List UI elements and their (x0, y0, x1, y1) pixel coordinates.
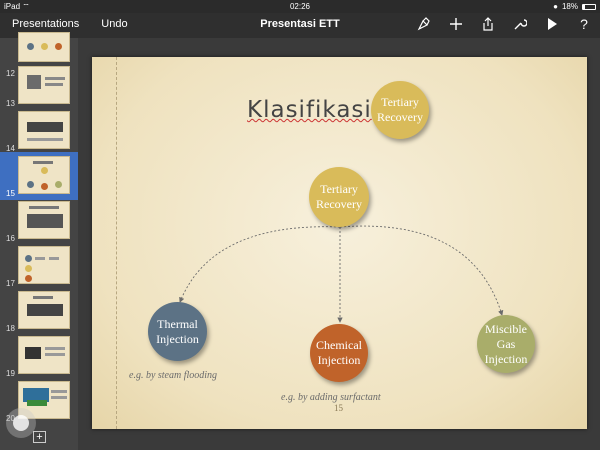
app-toolbar: Presentations Undo Presentasi ETT ? (0, 13, 600, 38)
format-brush-icon[interactable] (416, 16, 432, 32)
share-icon[interactable] (480, 16, 496, 32)
thumbnail-image (18, 291, 70, 329)
status-right: ● 18% (553, 2, 596, 11)
arrow-to-miscible (339, 225, 504, 316)
device-label: iPad (4, 2, 21, 11)
slide-number: 13 (6, 99, 15, 108)
thumbnail-image (18, 32, 70, 62)
slide-number: 18 (6, 324, 15, 333)
add-slide-button[interactable]: + (33, 431, 46, 443)
slide-thumbnail-12[interactable]: 12 (0, 32, 78, 80)
thumbnail-image (18, 201, 70, 239)
lock-rotation-icon: ● (553, 2, 558, 11)
slide-thumbnail-20[interactable]: 20 (0, 377, 78, 425)
thumbnail-image (18, 336, 70, 374)
slide-thumbnail-16[interactable]: 16 (0, 197, 78, 245)
clock: 02:26 (289, 2, 311, 11)
slide-number: 17 (6, 279, 15, 288)
play-icon[interactable] (544, 16, 560, 32)
circle-tertiary-recovery-center[interactable]: Tertiary Recovery (309, 167, 369, 227)
slide-number: 16 (6, 234, 15, 243)
slide-thumbnail-19[interactable]: 19 (0, 332, 78, 380)
slide-thumbnail-18[interactable]: 18 (0, 287, 78, 335)
arrow-to-thermal (179, 226, 341, 303)
circle-tertiary-recovery-top[interactable]: Tertiary Recovery (371, 81, 429, 139)
thumbnail-image (18, 246, 70, 284)
presentations-button[interactable]: Presentations (12, 18, 80, 30)
thumbnail-image (18, 381, 70, 419)
thumbnail-image (18, 156, 70, 194)
slide-navigator: 12 13 14 15 16 (0, 32, 78, 450)
thumbnail-image (18, 66, 70, 104)
add-icon[interactable] (448, 16, 464, 32)
wifi-icon: ⌔ (22, 2, 30, 11)
slide-number: 15 (6, 189, 15, 198)
slide-thumbnail-17[interactable]: 17 (0, 242, 78, 290)
slide-number: 12 (6, 69, 15, 78)
slide-thumbnail-13[interactable]: 13 (0, 62, 78, 110)
slide-number: 20 (6, 414, 15, 423)
wrench-icon[interactable] (512, 16, 528, 32)
thumbnail-image (18, 111, 70, 149)
guide-line (116, 57, 117, 429)
circle-thermal-injection[interactable]: Thermal Injection (148, 302, 207, 361)
caption-chemical: e.g. by adding surfactant (281, 392, 381, 403)
status-left: iPad ⌔ (4, 2, 30, 12)
slide-thumbnail-14[interactable]: 14 (0, 107, 78, 155)
battery-icon (582, 3, 596, 10)
slide-title[interactable]: Klasifikasi (247, 97, 372, 123)
assistive-touch-button[interactable] (6, 408, 36, 438)
caption-thermal: e.g. by steam flooding (129, 370, 218, 381)
circle-chemical-injection[interactable]: Chemical Injection (310, 324, 368, 382)
slide-page-number: 15 (334, 403, 343, 413)
help-icon[interactable]: ? (580, 16, 588, 32)
status-bar: iPad ⌔ 02:26 ● 18% (0, 0, 600, 13)
battery-percent: 18% (561, 2, 578, 11)
slide-thumbnail-15[interactable]: 15 (0, 152, 78, 200)
slide-number: 19 (6, 369, 15, 378)
slide-number: 14 (6, 144, 15, 153)
connector-arrows (179, 225, 504, 323)
undo-button[interactable]: Undo (101, 18, 128, 30)
slide-canvas[interactable]: Klasifikasi Tertiary Recovery Tertiary R… (92, 57, 587, 429)
circle-miscible-gas-injection[interactable]: Miscible Gas Injection (477, 315, 535, 373)
